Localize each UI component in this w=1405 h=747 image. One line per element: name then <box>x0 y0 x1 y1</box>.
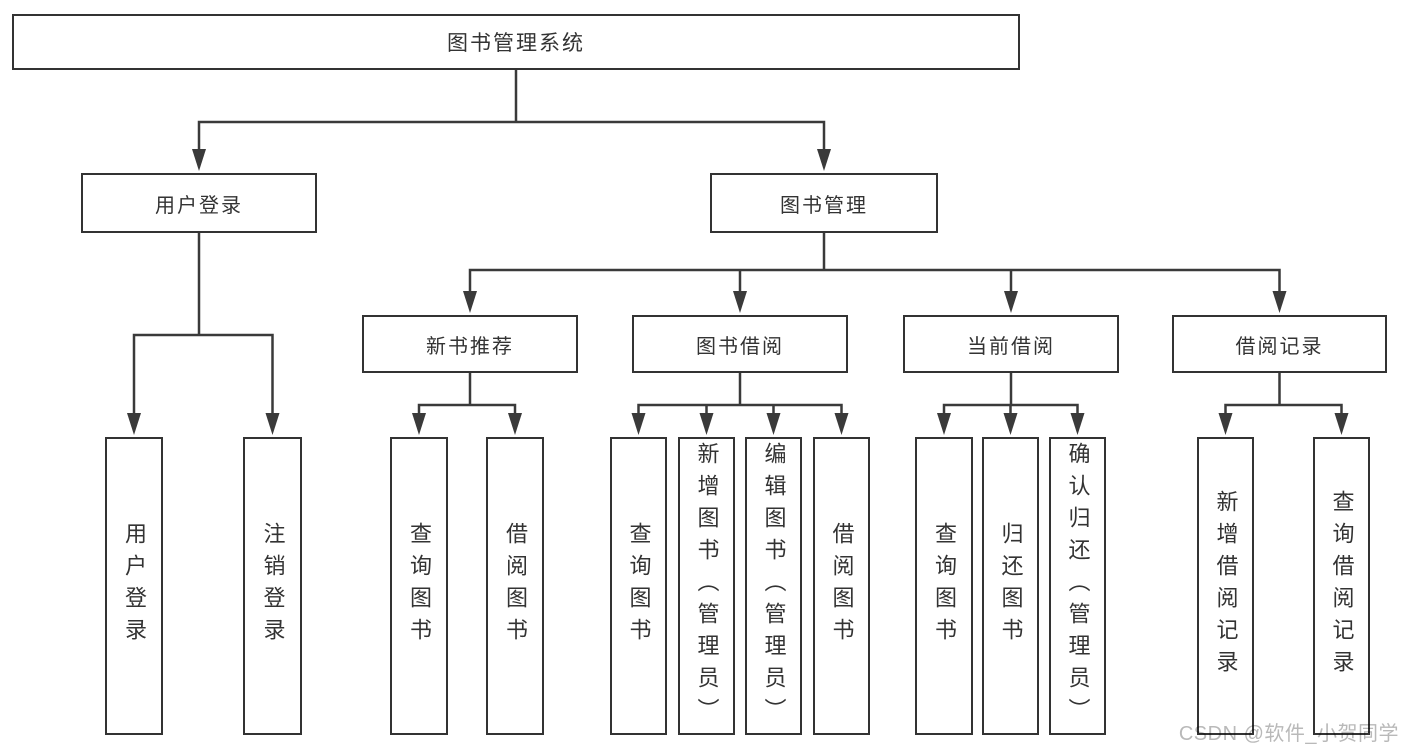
arrowhead-icon <box>1272 291 1287 313</box>
leaf-borrow-books-2: 借阅图书 <box>813 437 870 735</box>
arrowhead-icon <box>699 413 714 435</box>
arrowhead-icon <box>1334 413 1349 435</box>
node-new-book-recommend: 新书推荐 <box>362 315 578 373</box>
node-user-login: 用户登录 <box>81 173 317 233</box>
arrowhead-icon <box>937 413 951 435</box>
arrowhead-icon <box>834 413 849 435</box>
connector-root <box>192 68 831 171</box>
leaf-edit-book-admin: 编辑图书（管理员） <box>745 437 802 735</box>
arrowhead-icon <box>508 413 522 435</box>
arrowhead-icon <box>1218 413 1233 435</box>
leaf-logout: 注销登录 <box>243 437 302 735</box>
leaf-confirm-return-admin: 确认归还（管理员） <box>1049 437 1106 735</box>
arrowhead-icon <box>1004 291 1018 313</box>
arrowhead-icon <box>412 413 426 435</box>
arrowhead-icon <box>192 149 206 171</box>
leaf-add-borrow-record: 新增借阅记录 <box>1197 437 1254 735</box>
connector-borrow-records <box>1218 371 1349 435</box>
leaf-query-books-3: 查询图书 <box>915 437 973 735</box>
arrowhead-icon <box>265 413 280 435</box>
arrowhead-icon <box>631 413 646 435</box>
arrowhead-icon <box>817 149 831 171</box>
connector-book-management <box>463 231 1287 313</box>
connector-user-login <box>127 231 280 435</box>
arrowhead-icon <box>127 413 141 435</box>
connector-book-borrow <box>631 371 849 435</box>
leaf-query-books-1: 查询图书 <box>390 437 448 735</box>
leaf-user-login: 用户登录 <box>105 437 163 735</box>
connector-current-borrow <box>937 371 1085 435</box>
connector-new-book-recommend <box>412 371 522 435</box>
leaf-return-book: 归还图书 <box>982 437 1039 735</box>
leaf-query-borrow-record: 查询借阅记录 <box>1313 437 1370 735</box>
leaf-borrow-books-1: 借阅图书 <box>486 437 544 735</box>
arrowhead-icon <box>733 291 747 313</box>
node-borrow-records: 借阅记录 <box>1172 315 1387 373</box>
arrowhead-icon <box>463 291 477 313</box>
node-root: 图书管理系统 <box>12 14 1020 70</box>
arrowhead-icon <box>1070 413 1085 435</box>
csdn-watermark: CSDN @软件_小贺同学 <box>1178 723 1399 745</box>
leaf-query-books-2: 查询图书 <box>610 437 667 735</box>
node-book-borrow: 图书借阅 <box>632 315 848 373</box>
node-current-borrow: 当前借阅 <box>903 315 1119 373</box>
node-book-management: 图书管理 <box>710 173 938 233</box>
arrowhead-icon <box>1003 413 1018 435</box>
leaf-add-book-admin: 新增图书（管理员） <box>678 437 735 735</box>
arrowhead-icon <box>766 413 781 435</box>
